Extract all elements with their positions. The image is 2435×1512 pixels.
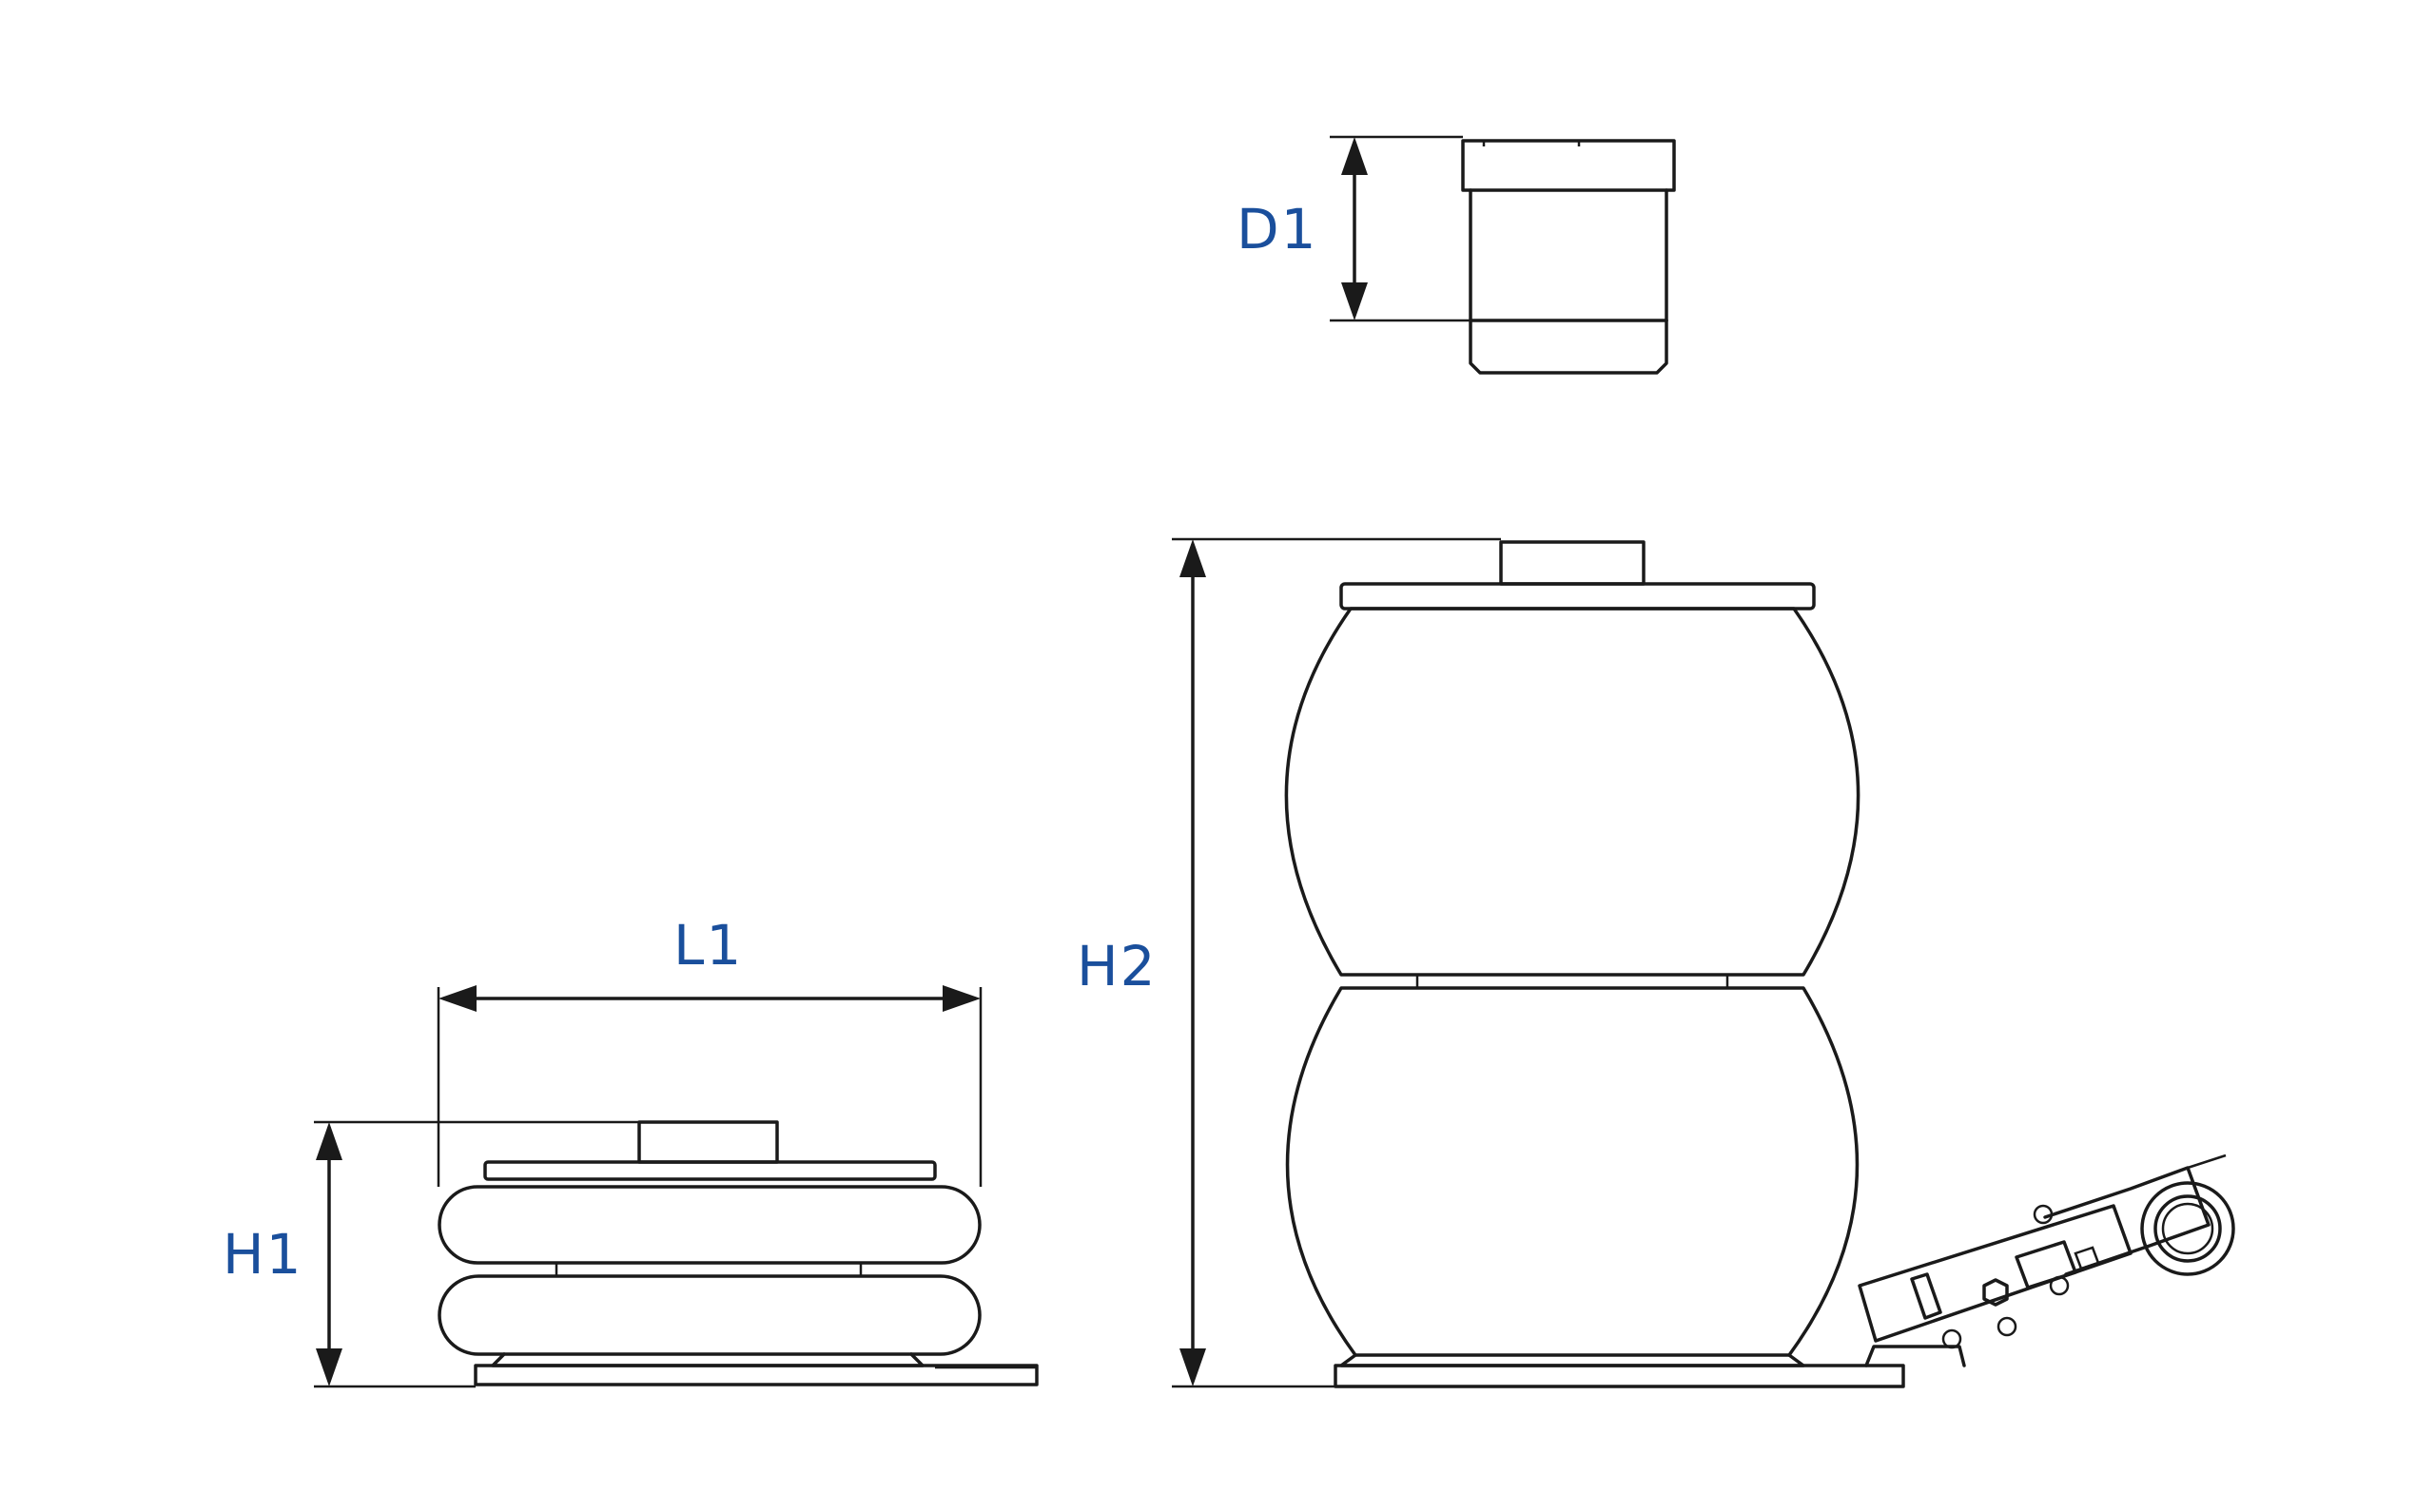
l1-arrow-right <box>943 985 981 1012</box>
collapsed-top-plate <box>483 1160 937 1181</box>
extended-bellow-lower <box>1285 986 1860 1357</box>
h2-arrow-top <box>1179 539 1206 577</box>
adapter-body-sides <box>1469 188 1668 322</box>
hex-nut-icon <box>1982 1278 2009 1307</box>
l1-arrow-left <box>438 985 477 1012</box>
h1-arrow-top <box>316 1122 342 1160</box>
extended-jack <box>1284 540 1905 1388</box>
d1-arrow-bottom <box>1341 282 1368 320</box>
rivet-4 <box>1997 1316 2017 1337</box>
h1-arrow-bottom <box>316 1348 342 1386</box>
extended-top-plate <box>1339 582 1816 611</box>
h1-label: H1 <box>223 1222 303 1287</box>
h2-label: H2 <box>1077 934 1158 998</box>
l1-label: L1 <box>673 913 744 978</box>
handle-ring-middle <box>2153 1194 2222 1263</box>
extended-base-plate <box>1334 1364 1905 1388</box>
handle-assembly <box>1858 1153 2235 1367</box>
handle-bracket <box>1858 1204 2133 1343</box>
collapsed-bottom-ring <box>491 1352 925 1367</box>
collapsed-bellow-lower <box>438 1274 982 1356</box>
collapsed-jack <box>438 1120 1039 1386</box>
extended-saddle <box>1499 540 1646 586</box>
rivet-1 <box>2033 1204 2054 1225</box>
handle-extension <box>2187 1153 2227 1170</box>
dimension-d1 <box>1330 135 1471 322</box>
adapter-cap-marks <box>1482 141 1581 146</box>
dimension-h2 <box>1172 537 1501 1388</box>
collapsed-bellow-upper <box>438 1185 982 1265</box>
handle-ring-inner <box>2161 1202 2214 1255</box>
rivet-2 <box>2049 1275 2070 1296</box>
handle-mount <box>1864 1345 1966 1367</box>
d1-label: D1 <box>1237 197 1318 262</box>
adapter-foot <box>1469 319 1668 375</box>
h2-arrow-bottom <box>1179 1348 1206 1386</box>
d1-arrow-top <box>1341 137 1368 175</box>
handle-clip <box>1910 1272 1942 1320</box>
collapsed-saddle <box>637 1120 779 1164</box>
collapsed-mid-ring <box>555 1261 863 1278</box>
extended-bellow-upper <box>1284 607 1860 977</box>
collapsed-base-plate <box>474 1364 1039 1386</box>
handle-ring-outer <box>2140 1181 2235 1276</box>
adapter-part <box>1461 139 1676 375</box>
dimension-l1 <box>437 985 983 1187</box>
adapter-cap <box>1461 139 1676 192</box>
rivet-3 <box>1941 1328 1962 1349</box>
dimension-h1 <box>314 1120 639 1388</box>
extended-mid-ring <box>1415 973 1729 990</box>
